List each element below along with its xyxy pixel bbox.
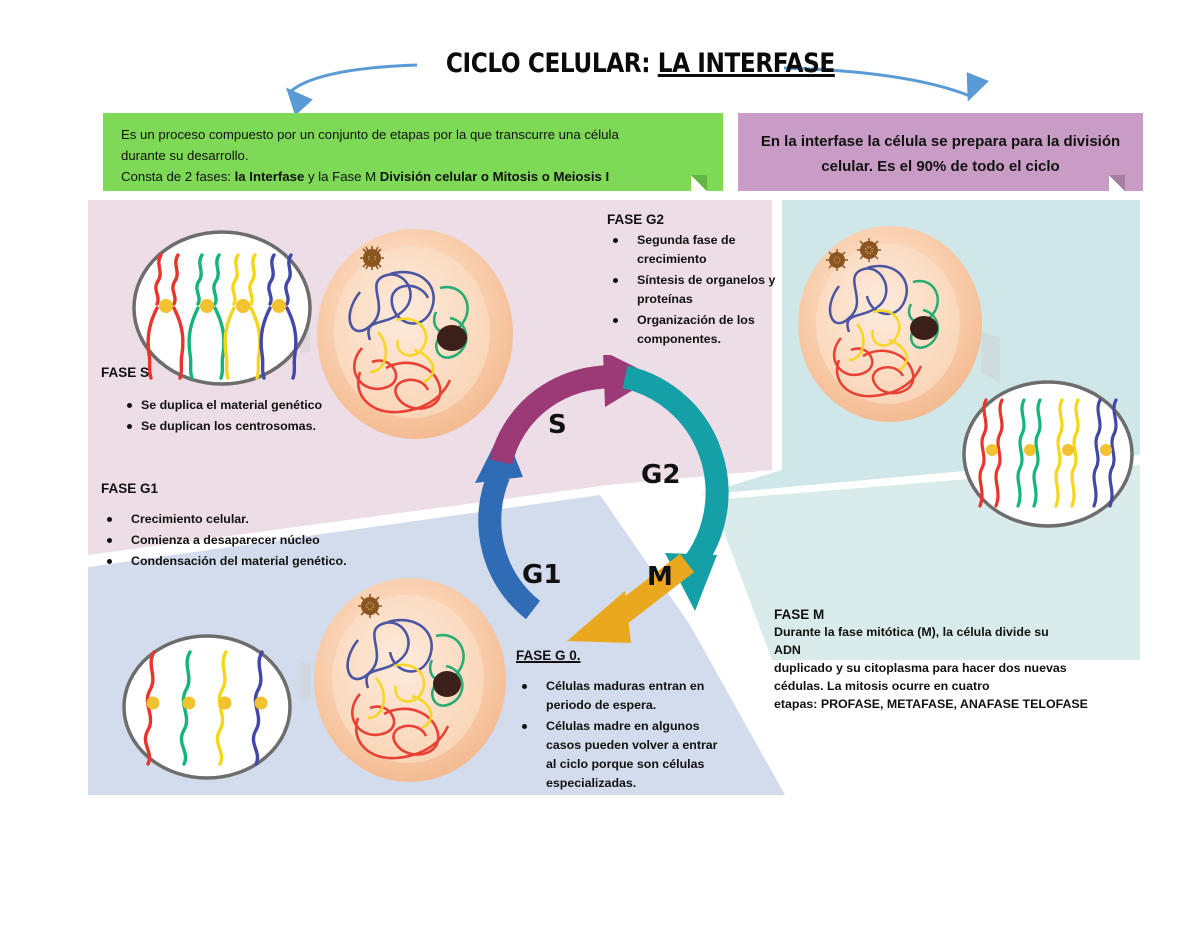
inset-chromosomes-single-g1 [122,634,292,780]
cell-illustration-s-phase [300,229,513,439]
green-box-fold [691,175,707,191]
list-item: Síntesis de organelos y proteínas [607,271,787,309]
green-line-2: durante su desarrollo. [121,148,249,163]
green-line-3-c: y la Fase M [307,169,380,184]
green-line-3: Consta de 2 fases: la Interfase y la Fas… [121,166,707,187]
purple-line-2: celular. Es el 90% de todo el ciclo [821,158,1060,175]
fase-s-heading: FASE S [101,365,150,380]
cycle-label-g1: G1 [522,560,561,590]
nucleolus [910,316,938,340]
fase-s-bullets: Se duplica el material genético Se dupli… [101,396,431,436]
fase-m-heading: FASE M [774,607,825,622]
fase-m-line-5: etapas: PROFASE, METAFASE, ANAFASE TELOF… [774,697,1088,711]
fase-m-line-4: cédulas. La mitosis ocurre en cuatro [774,679,990,693]
inset-chromosomes-duplicated-s [132,230,312,386]
cell-illustration-g1-phase [300,578,506,782]
text-block-fase-s: FASE S Se duplica el material genético S… [101,365,431,438]
text-block-fase-g1: FASE G1 Crecimiento celular. Comienza a … [101,481,381,573]
list-item: Se duplican los centrosomas. [101,417,431,436]
cycle-label-g2: G2 [641,460,680,490]
list-item: Condensación del material genético. [101,552,381,571]
title-underlined: LA INTERFASE [657,48,836,79]
list-item: Se duplica el material genético [101,396,431,415]
list-item: Crecimiento celular. [101,510,381,529]
inset-chromosomes-duplicated-g2 [962,380,1134,528]
fase-g0-heading: FASE G 0. [516,648,581,663]
green-line-3-d: División celular o Mitosis o Meiosis I [379,169,610,184]
list-item: Segunda fase de crecimiento [607,231,787,269]
nucleolus [437,325,467,351]
text-block-fase-m: FASE M Durante la fase mitótica (M), la … [774,607,1114,713]
centrosome [358,594,382,618]
arrow-title-to-purple [783,66,989,102]
green-line-3-b: la Interfase [234,169,308,184]
title-prefix: CICLO CELULAR: [445,48,658,79]
list-item: Organización de los componentes. [607,311,787,349]
cell-illustration-g2-phase [798,226,1000,422]
green-line-1: Es un proceso compuesto por un conjunto … [121,127,619,142]
purple-line-1: En la interfase la célula se prepara par… [760,133,1121,150]
header-connector-arrows [285,63,989,116]
list-item: Comienza a desaparecer núcleo [101,531,381,550]
fase-m-line-3: duplicado y su citoplasma para hacer dos… [774,661,1067,675]
fase-m-line-1: Durante la fase mitótica (M), la célula … [774,625,1049,639]
arrow-title-to-green [285,63,418,116]
list-item: Células madre en algunos casos pueden vo… [516,717,731,793]
text-block-fase-g2: FASE G2 Segunda fase de crecimiento Sínt… [607,212,787,351]
fase-g2-heading: FASE G2 [607,212,665,227]
fase-g2-bullets: Segunda fase de crecimiento Síntesis de … [607,231,787,349]
green-line-3-a: Consta de 2 fases: [121,169,235,184]
text-block-fase-g0: FASE G 0. Células maduras entran en peri… [516,648,731,795]
chromatin-tangle [348,270,469,414]
intro-box-green: Es un proceso compuesto por un conjunto … [103,113,723,191]
fase-g1-bullets: Crecimiento celular. Comienza a desapare… [101,510,381,571]
fase-g0-bullets: Células maduras entran en periodo de esp… [516,677,731,793]
list-item: Células maduras entran en periodo de esp… [516,677,731,715]
fase-m-line-2: ADN [774,643,801,657]
centrosome-pair [826,238,881,271]
cycle-arrow-m [567,553,695,643]
intro-box-purple: En la interfase la célula se prepara par… [738,113,1143,191]
cell-cycle-arrows: S G2 G1 M [475,355,729,643]
page-title: CICLO CELULAR: LA INTERFASE [445,48,835,79]
purple-box-fold [1109,175,1125,191]
cycle-label-m: M [647,562,673,592]
cycle-label-s: S [548,410,567,440]
centromeres [159,299,286,313]
centrosome [360,246,384,270]
fase-g1-heading: FASE G1 [101,481,159,496]
nucleolus [433,671,461,697]
